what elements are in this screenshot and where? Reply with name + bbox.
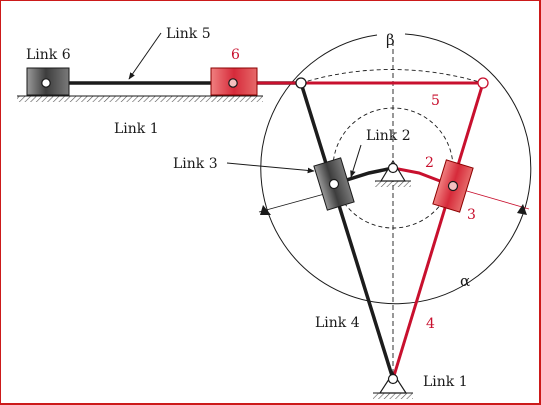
label-link1-top: Link 1 bbox=[114, 121, 159, 137]
joint-left-top bbox=[295, 77, 307, 89]
link5-leader bbox=[128, 32, 162, 80]
rocker-ground-pivot bbox=[373, 371, 413, 399]
label-beta: β bbox=[386, 31, 395, 49]
coupler-path-arc bbox=[300, 69, 484, 84]
red-label-2: 2 bbox=[425, 155, 434, 171]
label-link1-bottom: Link 1 bbox=[423, 374, 468, 390]
link2-leader bbox=[350, 144, 362, 178]
red-label-5: 5 bbox=[431, 93, 440, 109]
label-link3: Link 3 bbox=[173, 156, 218, 172]
link3-leader bbox=[226, 162, 315, 174]
red-label-3: 3 bbox=[467, 207, 476, 223]
slider-ground-hatch bbox=[17, 96, 263, 102]
link4-red bbox=[391, 82, 485, 380]
label-link2: Link 2 bbox=[366, 128, 411, 144]
joint-right-top bbox=[477, 77, 489, 89]
red-label-6: 6 bbox=[231, 47, 240, 63]
slider3-red bbox=[432, 159, 474, 213]
link4-black bbox=[299, 82, 395, 380]
label-link6: Link 6 bbox=[26, 47, 71, 63]
right-extreme-arrow-icon bbox=[517, 204, 527, 215]
label-link4: Link 4 bbox=[315, 315, 360, 331]
slider6-black-pin bbox=[41, 78, 51, 88]
outer-circle-arc bbox=[260, 33, 532, 305]
crank-ground-pivot bbox=[375, 159, 411, 187]
slider6-red-pin bbox=[228, 78, 238, 88]
red-label-4: 4 bbox=[426, 316, 435, 332]
left-extreme-arrow-icon bbox=[260, 205, 271, 215]
label-link5: Link 5 bbox=[166, 26, 211, 42]
label-alpha: α bbox=[460, 272, 470, 290]
slider3-black bbox=[313, 157, 355, 211]
